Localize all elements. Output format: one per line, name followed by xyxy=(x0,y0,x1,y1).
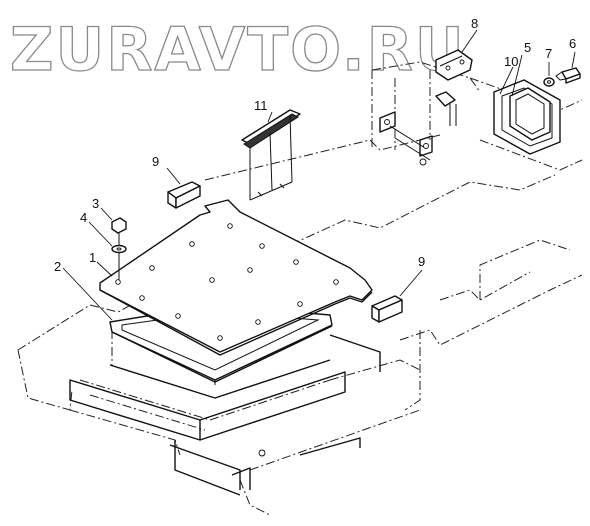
callout-9-right: 9 xyxy=(418,254,425,269)
part-1-floor-plate xyxy=(99,199,373,356)
watermark-text: ZURAVTO.RU xyxy=(10,15,466,85)
callout-4: 4 xyxy=(80,210,87,225)
part-7-washer xyxy=(543,77,555,87)
part-11-cover xyxy=(241,109,301,201)
part-6-screw xyxy=(555,67,581,84)
callout-8: 8 xyxy=(471,16,478,31)
callout-labels: 1 2 3 4 5 6 7 8 9 9 10 11 xyxy=(54,16,576,274)
part-8-latch xyxy=(435,49,473,126)
part-9-clip-left xyxy=(167,181,201,209)
callout-1: 1 xyxy=(89,250,96,265)
hinge-bracket xyxy=(379,111,433,166)
frame-members xyxy=(69,334,381,496)
callout-11: 11 xyxy=(254,98,268,113)
callout-7: 7 xyxy=(545,46,552,61)
callout-3: 3 xyxy=(92,196,99,211)
leader-lines xyxy=(62,29,576,321)
part-4-washer xyxy=(111,244,127,280)
callout-5: 5 xyxy=(524,40,531,55)
part-3-bolt xyxy=(111,217,127,245)
part-9-clip-right xyxy=(371,295,403,323)
part-5-panel xyxy=(509,87,551,141)
callout-9-left: 9 xyxy=(152,154,159,169)
plate-bolt-holes xyxy=(115,223,339,341)
frame-hole xyxy=(258,449,266,457)
callout-2: 2 xyxy=(54,259,61,274)
callout-6: 6 xyxy=(569,36,576,51)
callout-10: 10 xyxy=(504,54,518,69)
